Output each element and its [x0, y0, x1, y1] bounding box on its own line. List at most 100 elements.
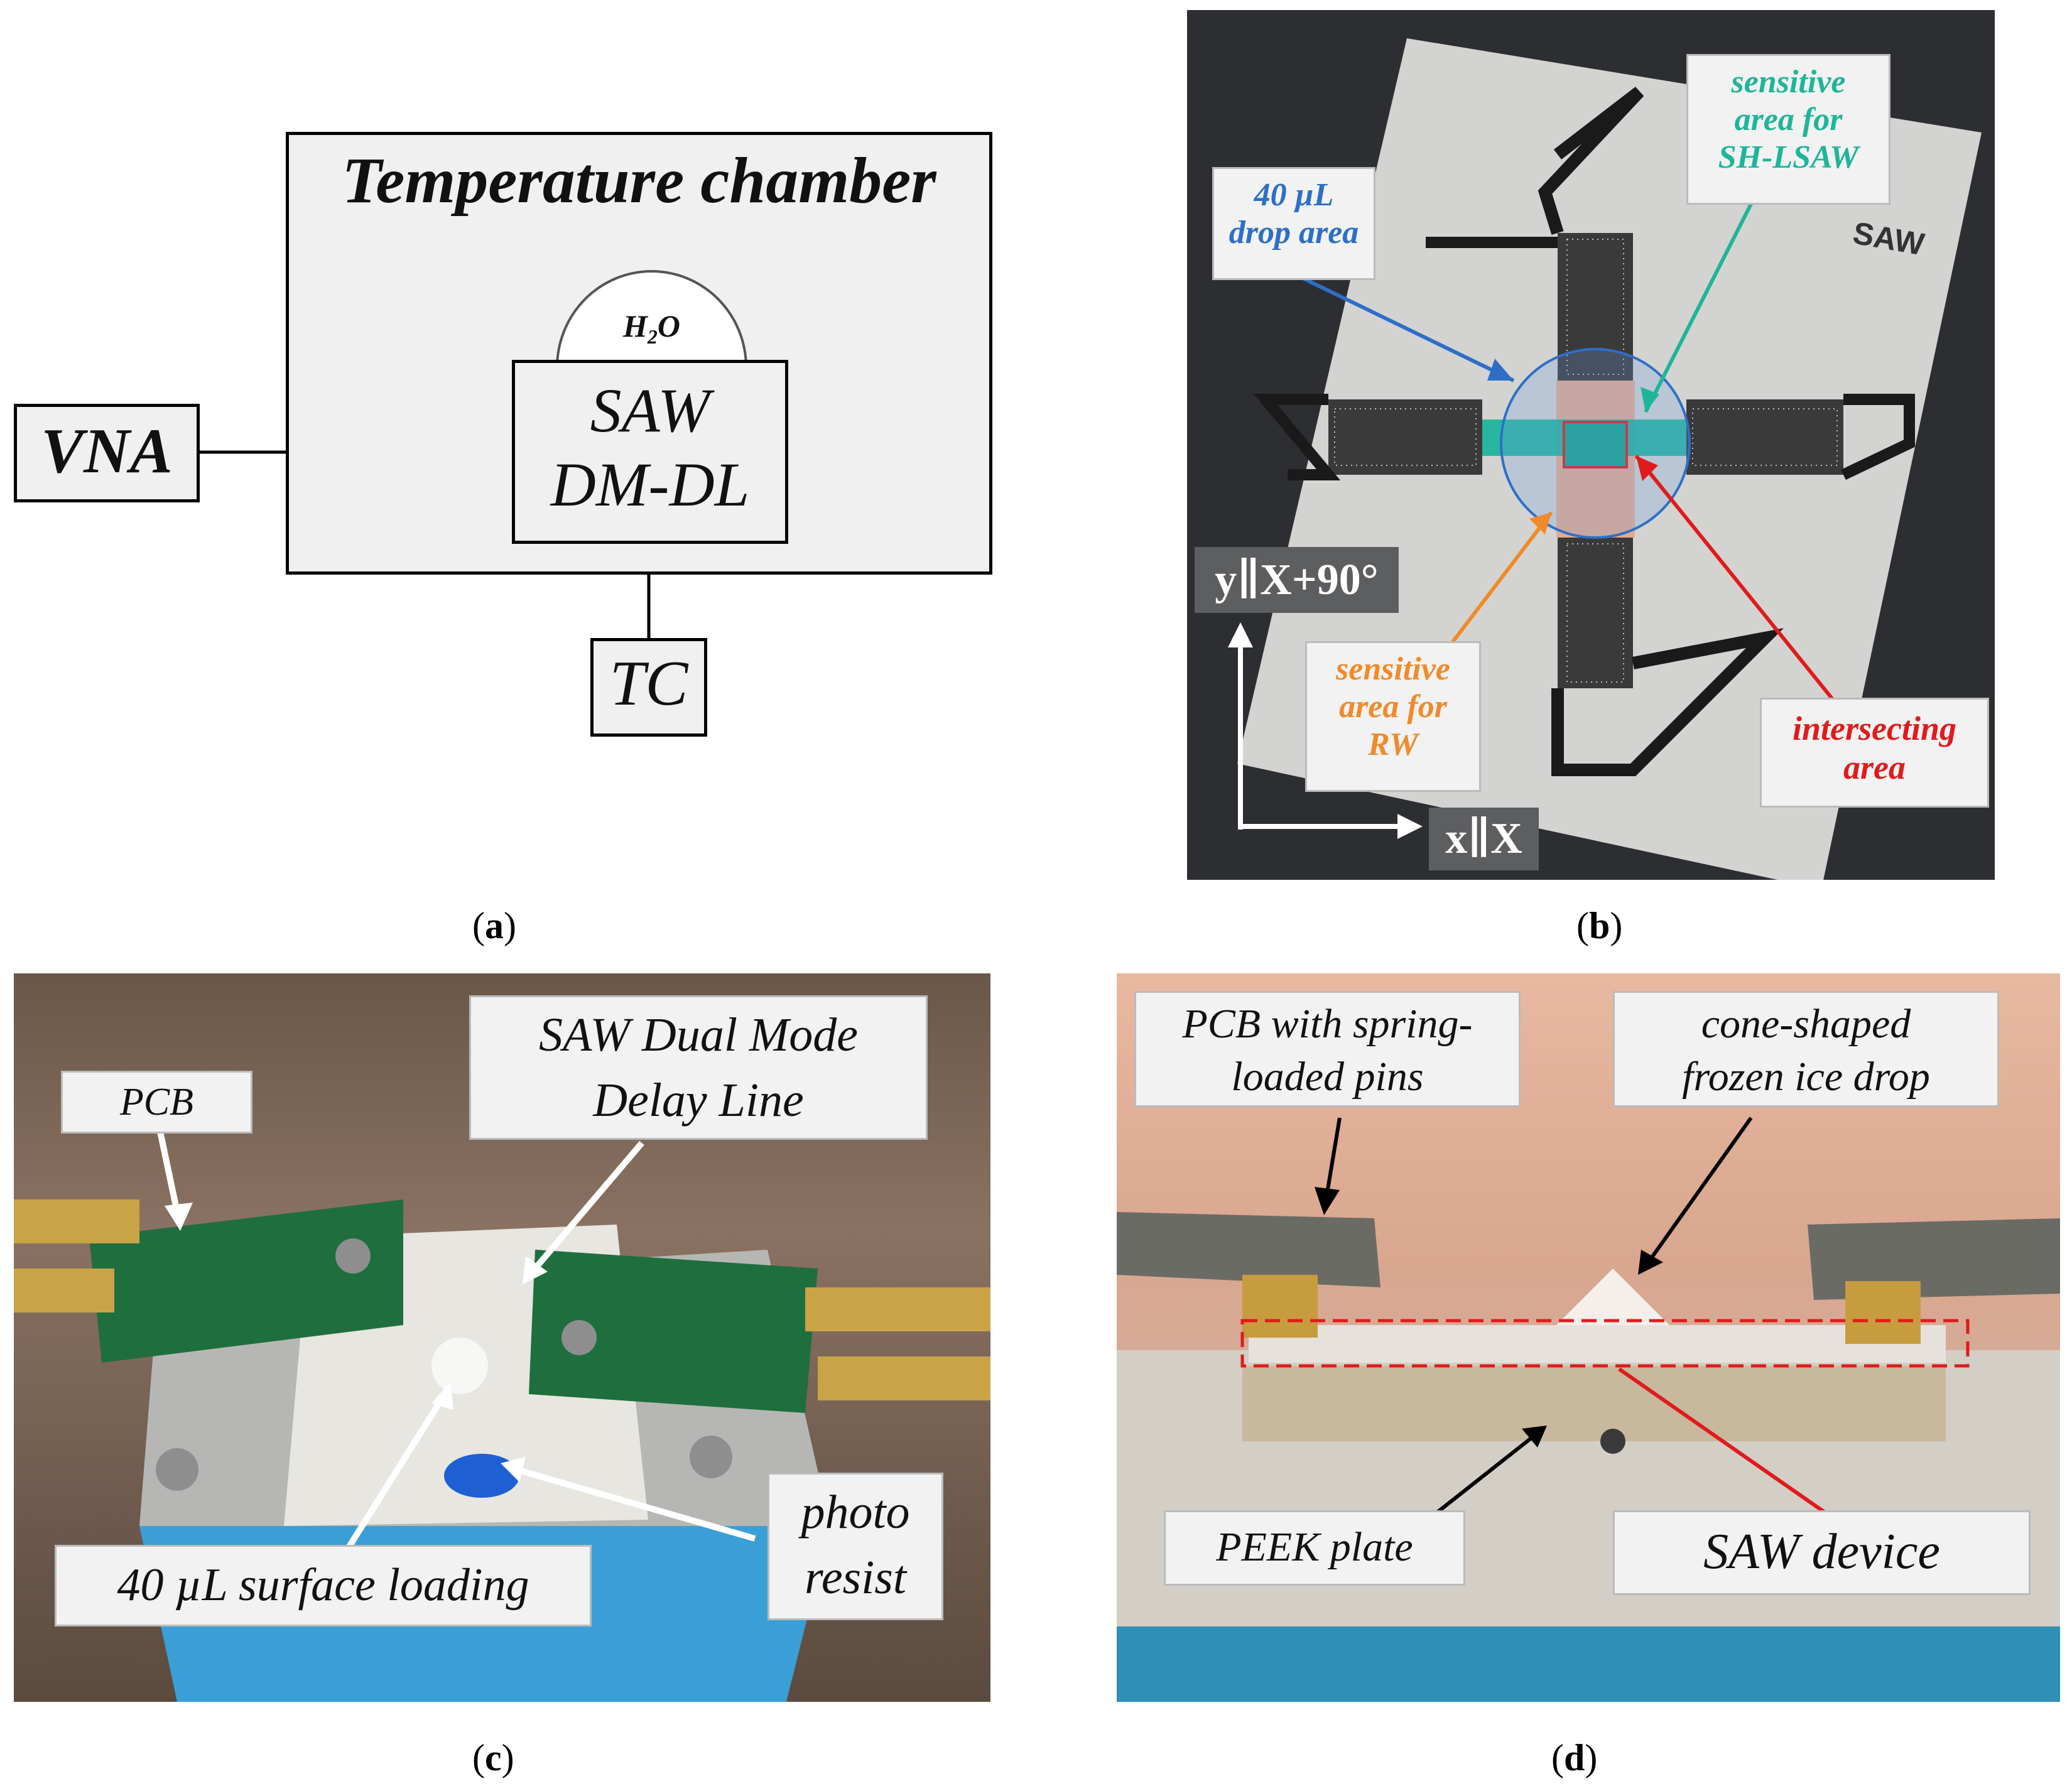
right-sma-connector-1 [805, 1287, 990, 1331]
drop-line2: drop area [1229, 214, 1359, 251]
right-sma-connector-2 [818, 1356, 990, 1400]
saw-arrow-head [523, 1256, 548, 1284]
pcb-tag: PCB [61, 1071, 252, 1134]
intersect-arrow [1634, 455, 1836, 702]
x-axis-arrow-head [1397, 814, 1423, 839]
saw-line1: SAW [590, 376, 710, 445]
y-axis-label: y∥X+90° [1195, 547, 1399, 613]
cone-line2: frozen ice drop [1682, 1054, 1930, 1100]
shlsaw-line2: area for [1734, 101, 1843, 138]
left-pcb [89, 1199, 403, 1363]
left-transducer-fingers [1334, 408, 1477, 466]
blue-base [1117, 1626, 2060, 1702]
h2o-sub: 2 [647, 325, 658, 348]
saw-device-highlight-box [1240, 1319, 1970, 1368]
left-spring-pins [1242, 1275, 1318, 1338]
saw-dual-mode-tag: SAW Dual Mode Delay Line [469, 995, 928, 1140]
resist-line1: photo [801, 1486, 910, 1539]
saw-device-arrow [1618, 1367, 1828, 1515]
shlsaw-area-tag: sensitive area for SH-LSAW [1686, 54, 1890, 205]
x-axis-label: x∥X [1429, 808, 1539, 870]
caption-d: (d) [1551, 1737, 1598, 1778]
shlsaw-line3: SH-LSAW [1718, 139, 1859, 175]
bottom-bus-line [1551, 628, 1784, 776]
rw-arrow-head [1529, 512, 1551, 534]
pcb-line1: PCB with spring- [1182, 1001, 1473, 1047]
caption-b-letter: b [1588, 905, 1610, 946]
screw-hole [1600, 1429, 1625, 1454]
h2o-o: O [657, 308, 680, 344]
right-transducer [1686, 399, 1843, 475]
peek-arrow-head [1522, 1426, 1547, 1448]
pcb-arrow-head [165, 1203, 193, 1231]
resist-line2: resist [805, 1551, 906, 1604]
h2o-label: H2O [612, 308, 691, 349]
rw-area-tag: sensitive area for RW [1305, 641, 1481, 792]
cone-line1: cone-shaped [1701, 1001, 1911, 1047]
loading-arrow-head [431, 1382, 453, 1410]
saw-arrow [533, 1140, 644, 1271]
shlsaw-arrow-head [1641, 387, 1659, 412]
pcb-arrow-head [1315, 1187, 1340, 1215]
resist-arrow [515, 1466, 756, 1542]
screw [561, 1320, 597, 1355]
saw-dm-dl-box [512, 360, 788, 544]
surface-loading-tag: 40 µL surface loading [55, 1545, 592, 1626]
screw [690, 1436, 732, 1478]
top-transducer [1558, 233, 1633, 381]
saw-line1: SAW Dual Mode [539, 1009, 858, 1061]
pcb-spring-pins-tag: PCB with spring- loaded pins [1134, 991, 1521, 1107]
screw [335, 1238, 371, 1274]
peek-plate [1242, 1366, 1946, 1441]
drop-area-tag: 40 µL drop area [1212, 167, 1375, 280]
water-drop [431, 1338, 488, 1394]
rw-line1: sensitive [1336, 651, 1450, 687]
panel-c-photo: PCB SAW Dual Mode Delay Line 40 µL surfa… [14, 973, 990, 1702]
vna-label: VNA [41, 416, 173, 487]
intersect-line1: intersecting [1792, 710, 1956, 747]
saw-line2: DM-DL [550, 450, 750, 519]
caption-a-letter: a [484, 905, 504, 946]
left-pcb-block [1117, 1212, 1380, 1287]
cone-arrow [1649, 1117, 1753, 1260]
tc-box [590, 638, 707, 737]
shlsaw-line1: sensitive [1731, 64, 1846, 100]
photo-resist-spot [444, 1454, 519, 1498]
right-pcb-block [1808, 1218, 2060, 1300]
rw-arrow [1449, 511, 1553, 646]
right-spring-pins [1845, 1281, 1921, 1344]
saw-line2: Delay Line [593, 1074, 804, 1127]
right-bus-line [1841, 394, 1915, 480]
bottom-transducer [1558, 538, 1633, 688]
intersect-arrow-head [1636, 456, 1658, 481]
drop-arrow-head [1487, 359, 1514, 381]
h2o-h: H [622, 308, 648, 344]
y-axis-arrow-head [1228, 622, 1253, 647]
panel-b-photo: SAW 40 µL drop area sensitive area for S… [1187, 10, 1995, 880]
caption-b: (b) [1576, 905, 1623, 946]
drop-line1: 40 µL [1254, 177, 1334, 213]
resist-arrow-head [501, 1457, 526, 1482]
caption-c: (c) [472, 1737, 514, 1778]
rw-line3: RW [1368, 726, 1418, 762]
intersect-line2: area [1843, 749, 1906, 787]
frozen-ice-cone [1556, 1269, 1669, 1325]
ice-cone-tag: cone-shaped frozen ice drop [1613, 991, 1999, 1107]
top-bus-line [1538, 87, 1644, 235]
intersecting-area [1563, 421, 1628, 468]
screw [156, 1448, 198, 1491]
pcb-arrow [1325, 1117, 1342, 1194]
cone-arrow-head [1638, 1250, 1663, 1275]
saw-device-chip [1249, 1325, 1946, 1363]
intersect-area-tag: intersecting area [1760, 698, 1989, 808]
tc-label: TC [609, 648, 688, 719]
right-pcb [529, 1250, 818, 1413]
pcb-line2: loaded pins [1231, 1054, 1424, 1100]
left-bus-line [1253, 394, 1341, 480]
peek-plate-tag: PEEK plate [1164, 1510, 1465, 1586]
loading-arrow [337, 1399, 444, 1562]
caption-a: (a) [472, 905, 516, 946]
left-sma-connector-2 [14, 1269, 114, 1312]
temperature-chamber-label: Temperature chamber [342, 144, 936, 217]
vna-box [14, 404, 200, 502]
